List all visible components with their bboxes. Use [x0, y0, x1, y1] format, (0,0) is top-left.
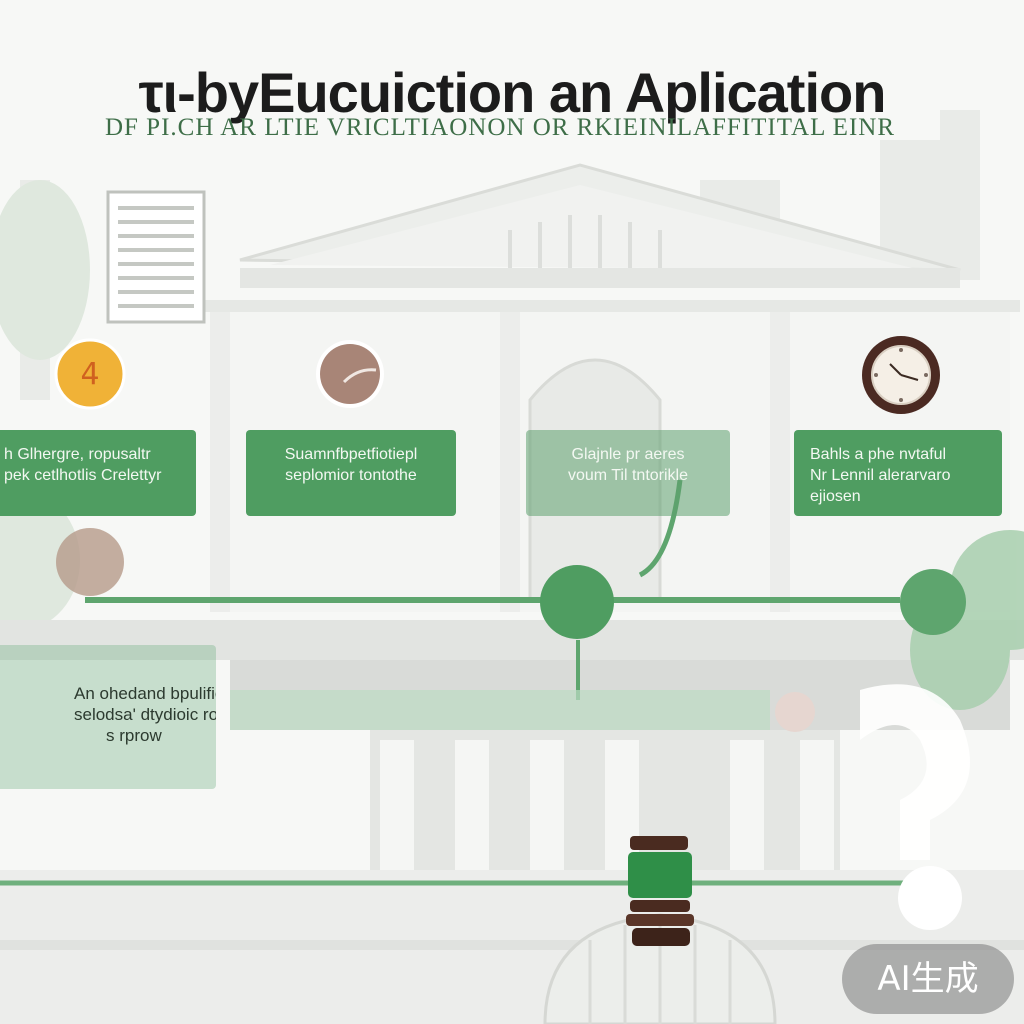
step-2-line-1: Suamnfbpetfiotiepl — [284, 446, 418, 463]
step-card-2: Suamnfbpetfiotiepl seplomior tontothe — [246, 430, 456, 516]
coin-icon: 4 — [54, 338, 126, 410]
step-card-1: h Glhergre, ropusaltr pek cetlhotlis Cre… — [0, 430, 196, 516]
step-card-3: Glajnle pr aeres voum Til tntorikle — [526, 430, 730, 516]
node-small-right — [775, 692, 815, 732]
timeline-node-bottom — [898, 866, 962, 930]
step-2-line-2: seplomior tontothe — [285, 467, 417, 484]
svg-text:4: 4 — [80, 357, 99, 392]
note-line-2: selodsa' dtydioic roptiom. — [74, 705, 216, 724]
note-card: An ohedand bpulifiele tla of So selodsa'… — [0, 645, 216, 789]
step-4-line-2: Nr Lennil alerarvaro — [810, 467, 951, 484]
step-1-line-1: h Glhergre, ropusaltr — [4, 446, 151, 463]
note-line-3: s rprow — [106, 726, 162, 745]
step-3-line-1: Glajnle pr aeres — [571, 446, 685, 463]
timeline-node-center — [540, 565, 614, 639]
timeline-node-right — [900, 569, 966, 635]
document-icon — [106, 190, 206, 324]
page-subtitle: DF PI.CH AR LTIE VRICLTIAONON OR RKIEINI… — [104, 114, 896, 141]
note-line-1: An ohedand bpulifiele tla of So — [74, 684, 216, 703]
timeline-band — [230, 690, 770, 730]
step-4-line-3: ejiosen — [810, 488, 861, 505]
step-4-line-1: Bahls a phe nvtaful — [810, 446, 947, 463]
gavel-icon — [626, 836, 694, 946]
ai-generated-badge: AI生成 — [842, 944, 1014, 1014]
step-1-line-2: pek cetlhotlis Crelettyr — [4, 467, 162, 484]
node-brown-left — [56, 528, 124, 596]
clock-icon — [862, 336, 940, 414]
step-card-4: Bahls a phe nvtaful Nr Lennil alerarvaro… — [794, 430, 1002, 516]
page-title: τι-byEucuiction an Aplication — [138, 60, 887, 124]
step-3-line-2: voum Til tntorikle — [567, 467, 689, 484]
brown-circle-icon — [316, 340, 384, 408]
